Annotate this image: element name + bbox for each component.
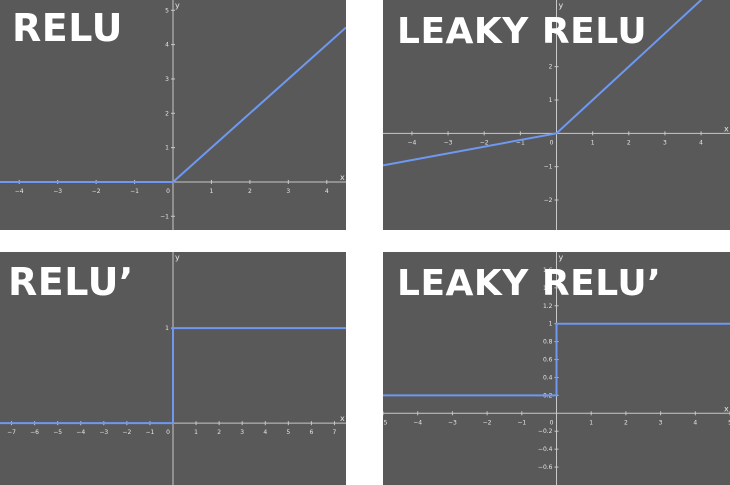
x-tick-label: −4 bbox=[15, 188, 24, 195]
x-tick-label: 5 bbox=[728, 419, 730, 426]
x-tick-label: −3 bbox=[444, 139, 453, 146]
y-tick-label: 0.4 bbox=[543, 374, 553, 381]
leaky-relu-derivative-chart-svg: −5−4−3−2−1012345−0.6−0.4−0.20.20.40.60.8… bbox=[383, 252, 730, 485]
x-tick-label: 3 bbox=[659, 419, 663, 426]
x-tick-label: −2 bbox=[122, 429, 131, 436]
y-tick-label: 3 bbox=[549, 30, 553, 37]
y-tick-label: −0.2 bbox=[538, 428, 553, 435]
relu-chart-svg: −4 −3 −2 −1 0 1 2 3 4 −1 1 2 3 4 5 x y bbox=[0, 0, 346, 230]
y-axis-label: y bbox=[175, 253, 180, 262]
x-tick-label: −3 bbox=[99, 429, 108, 436]
series-line bbox=[383, 322, 730, 397]
x-tick-label: −1 bbox=[146, 429, 155, 436]
x-axis-label: x bbox=[340, 173, 345, 182]
x-axis-label: x bbox=[724, 404, 729, 413]
x-tick-label: 3 bbox=[286, 188, 290, 195]
x-tick-label: 3 bbox=[240, 429, 244, 436]
y-tick-label: −1 bbox=[160, 213, 169, 220]
y-tick-label: 1.2 bbox=[543, 303, 553, 310]
x-tick-label: 2 bbox=[248, 188, 252, 195]
x-tick-label: −2 bbox=[483, 419, 492, 426]
x-tick-label: 2 bbox=[627, 139, 631, 146]
series-line bbox=[0, 327, 346, 425]
relu-derivative-chart-svg: −7 −6 −5 −4 −3 −2 −1 0 1 2 3 4 5 6 7 1 x y bbox=[0, 252, 346, 485]
y-tick-label: 3 bbox=[165, 76, 169, 83]
x-tick-label: −1 bbox=[516, 139, 525, 146]
x-tick-label: 3 bbox=[663, 139, 667, 146]
x-tick-label: 4 bbox=[263, 429, 267, 436]
x-tick-label: 0 bbox=[550, 419, 554, 426]
x-tick-label: 7 bbox=[333, 429, 337, 436]
x-tick-label: 6 bbox=[309, 429, 313, 436]
x-tick-label: 2 bbox=[217, 429, 221, 436]
x-tick-label: −5 bbox=[53, 429, 62, 436]
x-tick-label: 1 bbox=[194, 429, 198, 436]
x-tick-label: −4 bbox=[407, 139, 416, 146]
leaky-relu-chart-svg: −4 −3 −2 −1 0 1 2 3 4 −2 −1 1 2 3 x y bbox=[383, 0, 730, 230]
x-axis-label: x bbox=[724, 124, 729, 133]
y-tick-label: −0.4 bbox=[538, 446, 553, 453]
y-tick-label: 0.6 bbox=[543, 357, 553, 364]
x-tick-label: −1 bbox=[517, 419, 526, 426]
x-tick-label: 4 bbox=[325, 188, 329, 195]
y-tick-label: −1 bbox=[544, 164, 553, 171]
y-tick-label: −0.6 bbox=[538, 464, 553, 471]
y-tick-label: 2 bbox=[165, 110, 169, 117]
leaky-relu-derivative-chart-panel: −5−4−3−2−1012345−0.6−0.4−0.20.20.40.60.8… bbox=[383, 252, 730, 485]
y-tick-label: 0.8 bbox=[543, 339, 553, 346]
x-tick-label: −2 bbox=[92, 188, 101, 195]
y-tick-label: 1 bbox=[165, 145, 169, 152]
y-tick-label: 1 bbox=[549, 321, 553, 328]
y-axis-label: y bbox=[175, 1, 180, 10]
x-tick-label: 1 bbox=[591, 139, 595, 146]
y-tick-label: 4 bbox=[165, 42, 169, 49]
y-axis-label: y bbox=[559, 1, 564, 10]
x-tick-label: 1 bbox=[589, 419, 593, 426]
x-tick-label: −2 bbox=[480, 139, 489, 146]
x-tick-label: −3 bbox=[53, 188, 62, 195]
x-tick-label: 0 bbox=[166, 429, 170, 436]
y-tick-label: 5 bbox=[165, 7, 169, 14]
x-tick-label: 0 bbox=[166, 188, 170, 195]
y-tick-label: 2 bbox=[549, 64, 553, 71]
series-line bbox=[383, 0, 703, 167]
x-tick-label: 4 bbox=[693, 419, 697, 426]
x-tick-label: 0 bbox=[550, 139, 554, 146]
x-tick-label: −6 bbox=[30, 429, 39, 436]
y-tick-label: 1 bbox=[165, 325, 169, 332]
x-tick-label: −3 bbox=[448, 419, 457, 426]
y-tick-label: 1.4 bbox=[543, 285, 553, 292]
y-tick-label: −2 bbox=[544, 197, 553, 204]
x-tick-label: 4 bbox=[699, 139, 703, 146]
x-axis-label: x bbox=[340, 414, 345, 423]
x-tick-label: 2 bbox=[624, 419, 628, 426]
y-axis-label: y bbox=[559, 253, 564, 262]
x-tick-label: −5 bbox=[383, 419, 388, 426]
x-tick-label: −7 bbox=[7, 429, 16, 436]
x-tick-label: −4 bbox=[413, 419, 422, 426]
y-tick-label: 1.6 bbox=[543, 267, 553, 274]
x-tick-label: 1 bbox=[210, 188, 214, 195]
x-tick-label: −4 bbox=[76, 429, 85, 436]
y-tick-label: 1 bbox=[549, 97, 553, 104]
x-tick-label: −1 bbox=[130, 188, 139, 195]
series-line bbox=[0, 26, 346, 183]
x-tick-label: 5 bbox=[286, 429, 290, 436]
